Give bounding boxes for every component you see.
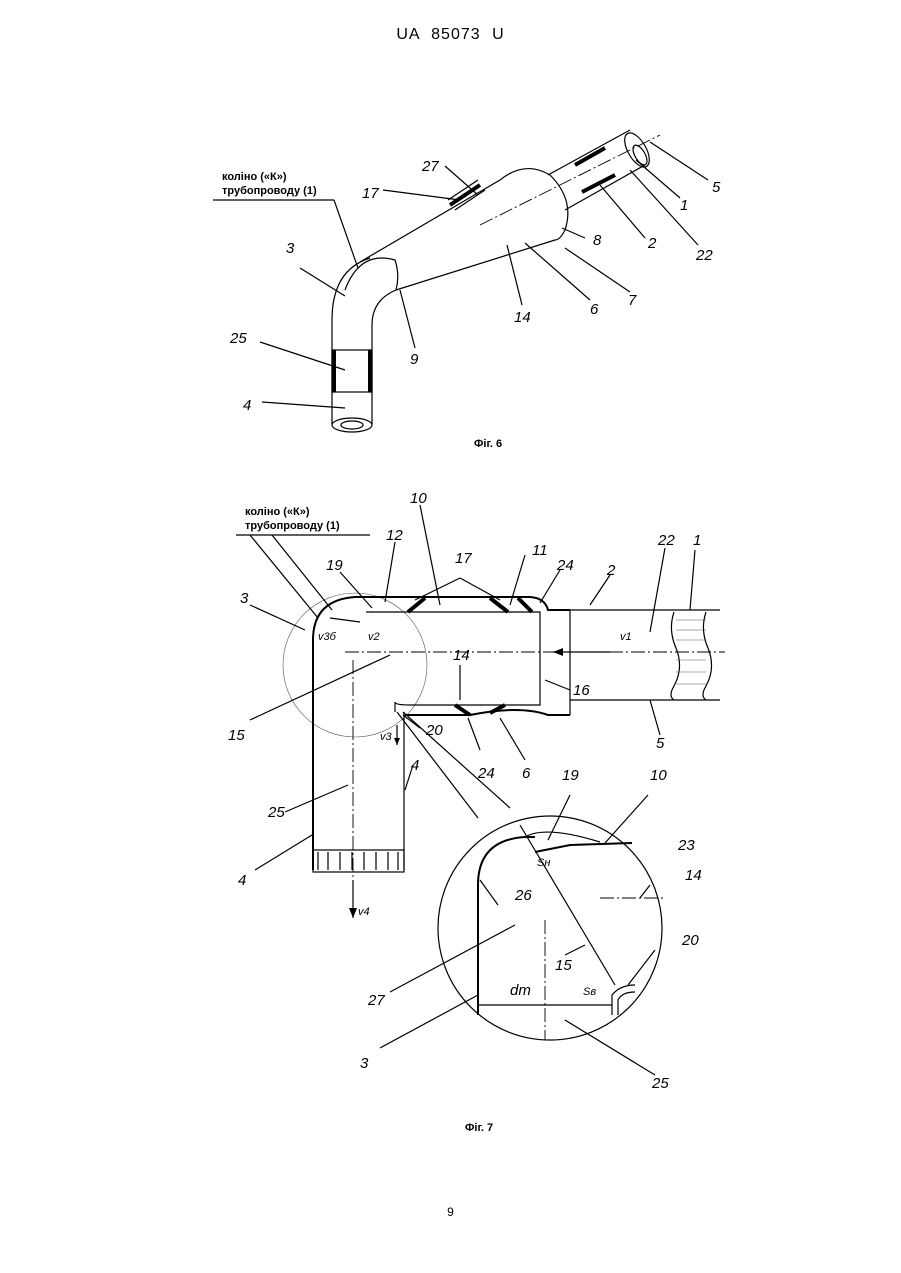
fig7-label-4-right: 4	[411, 757, 419, 774]
fig7-elbow-outer	[313, 597, 405, 870]
fig7-label-6: 6	[522, 765, 531, 782]
fig6-label-3: 3	[286, 240, 295, 257]
fig7-note-line2: трубопроводу (1)	[245, 520, 340, 532]
fig7-label-22: 22	[657, 532, 675, 549]
fig6-pipe-end-inner	[341, 421, 363, 429]
fig6-label-7: 7	[628, 292, 637, 309]
fig7-label-2: 2	[606, 562, 616, 579]
detail-label-27: 27	[367, 992, 385, 1009]
fig7-label-v4: v4	[358, 906, 370, 918]
detail-label-dm: dm	[510, 982, 531, 999]
fig6-label-4: 4	[243, 397, 251, 414]
fig6-label-27: 27	[421, 158, 439, 175]
fig6-axis	[480, 135, 660, 225]
fig7-label-14: 14	[453, 647, 470, 664]
fig6-label-9: 9	[410, 351, 419, 368]
fig7-label-12: 12	[386, 527, 403, 544]
fig7-label-15: 15	[228, 727, 245, 744]
fig7-label-v3b: v3б	[318, 631, 337, 643]
fig7-detail-circle	[438, 816, 662, 1040]
fig6-pipe-leg-inner	[372, 290, 396, 425]
fig6-sleeve-25	[332, 350, 372, 392]
detail-label-26: 26	[514, 887, 532, 904]
fig7-outer-casing-bottom	[405, 710, 570, 715]
fig7-label-v2: v2	[368, 631, 380, 643]
fig6-label-1: 1	[680, 197, 688, 214]
detail-label-15: 15	[555, 957, 572, 974]
detail-label-sb: Sв	[583, 986, 596, 998]
fig7-label-v1: v1	[620, 631, 632, 643]
detail-label-3: 3	[360, 1055, 369, 1072]
detail-label-14: 14	[685, 867, 702, 884]
fig6-label-17: 17	[362, 185, 379, 202]
detail-inner-wall	[535, 843, 632, 852]
detail-label-10: 10	[650, 767, 667, 784]
fig7-label-10: 10	[410, 490, 427, 507]
detail-label-20: 20	[681, 932, 699, 949]
fig6-body-bottom	[396, 240, 555, 290]
fig6-label-8: 8	[593, 232, 602, 249]
fig6-elbow	[345, 258, 398, 290]
fig6-label-5: 5	[712, 179, 721, 196]
fig7-outer-casing-top	[405, 597, 570, 610]
fig6-label-6: 6	[590, 301, 599, 318]
fig6-pipe-end	[332, 418, 372, 432]
figure-6-drawing: 27 17 3 25 4 9 14 6 7 8 2 22 1 5 коліно …	[0, 0, 901, 470]
fig6-note-line1: коліно («К»)	[222, 171, 287, 183]
fig7-label-3: 3	[240, 590, 249, 607]
fig6-caption: Фіг. 6	[474, 438, 502, 450]
detail-label-25: 25	[651, 1075, 669, 1092]
fig7-label-20: 20	[425, 722, 443, 739]
fig6-body-top	[360, 169, 550, 262]
fig6-pipe-leg-outer	[332, 258, 370, 425]
detail-outer-wall	[478, 837, 535, 1015]
fig7-label-19: 19	[326, 557, 343, 574]
page-number: 9	[0, 1205, 901, 1219]
fig7-label-24-bottom: 24	[477, 765, 495, 782]
fig7-label-4-left: 4	[238, 872, 246, 889]
fig6-label-25: 25	[229, 330, 247, 347]
fig6-label-14: 14	[514, 309, 531, 326]
fig6-note-line2: трубопроводу (1)	[222, 185, 317, 197]
fig7-label-5: 5	[656, 735, 665, 752]
fig6-body-end	[550, 175, 568, 240]
fig7-elbow-circle	[283, 593, 427, 737]
fig7-label-25: 25	[267, 804, 285, 821]
fig6-label-22: 22	[695, 247, 713, 264]
fig7-inner-tube	[366, 612, 540, 705]
fig7-note-line1: коліно («К»)	[245, 506, 310, 518]
fig7-label-11: 11	[532, 542, 548, 559]
detail-label-sh: Sн	[537, 857, 550, 869]
fig7-label-v3: v3	[380, 731, 393, 743]
fig7-caption: Фіг. 7	[465, 1122, 493, 1134]
fig7-label-24-top: 24	[556, 557, 574, 574]
fig7-label-16: 16	[573, 682, 590, 699]
detail-label-23: 23	[677, 837, 695, 854]
fig7-label-17: 17	[455, 550, 472, 567]
detail-label-19: 19	[562, 767, 579, 784]
fig7-label-1: 1	[693, 532, 701, 549]
fig6-label-2: 2	[647, 235, 657, 252]
